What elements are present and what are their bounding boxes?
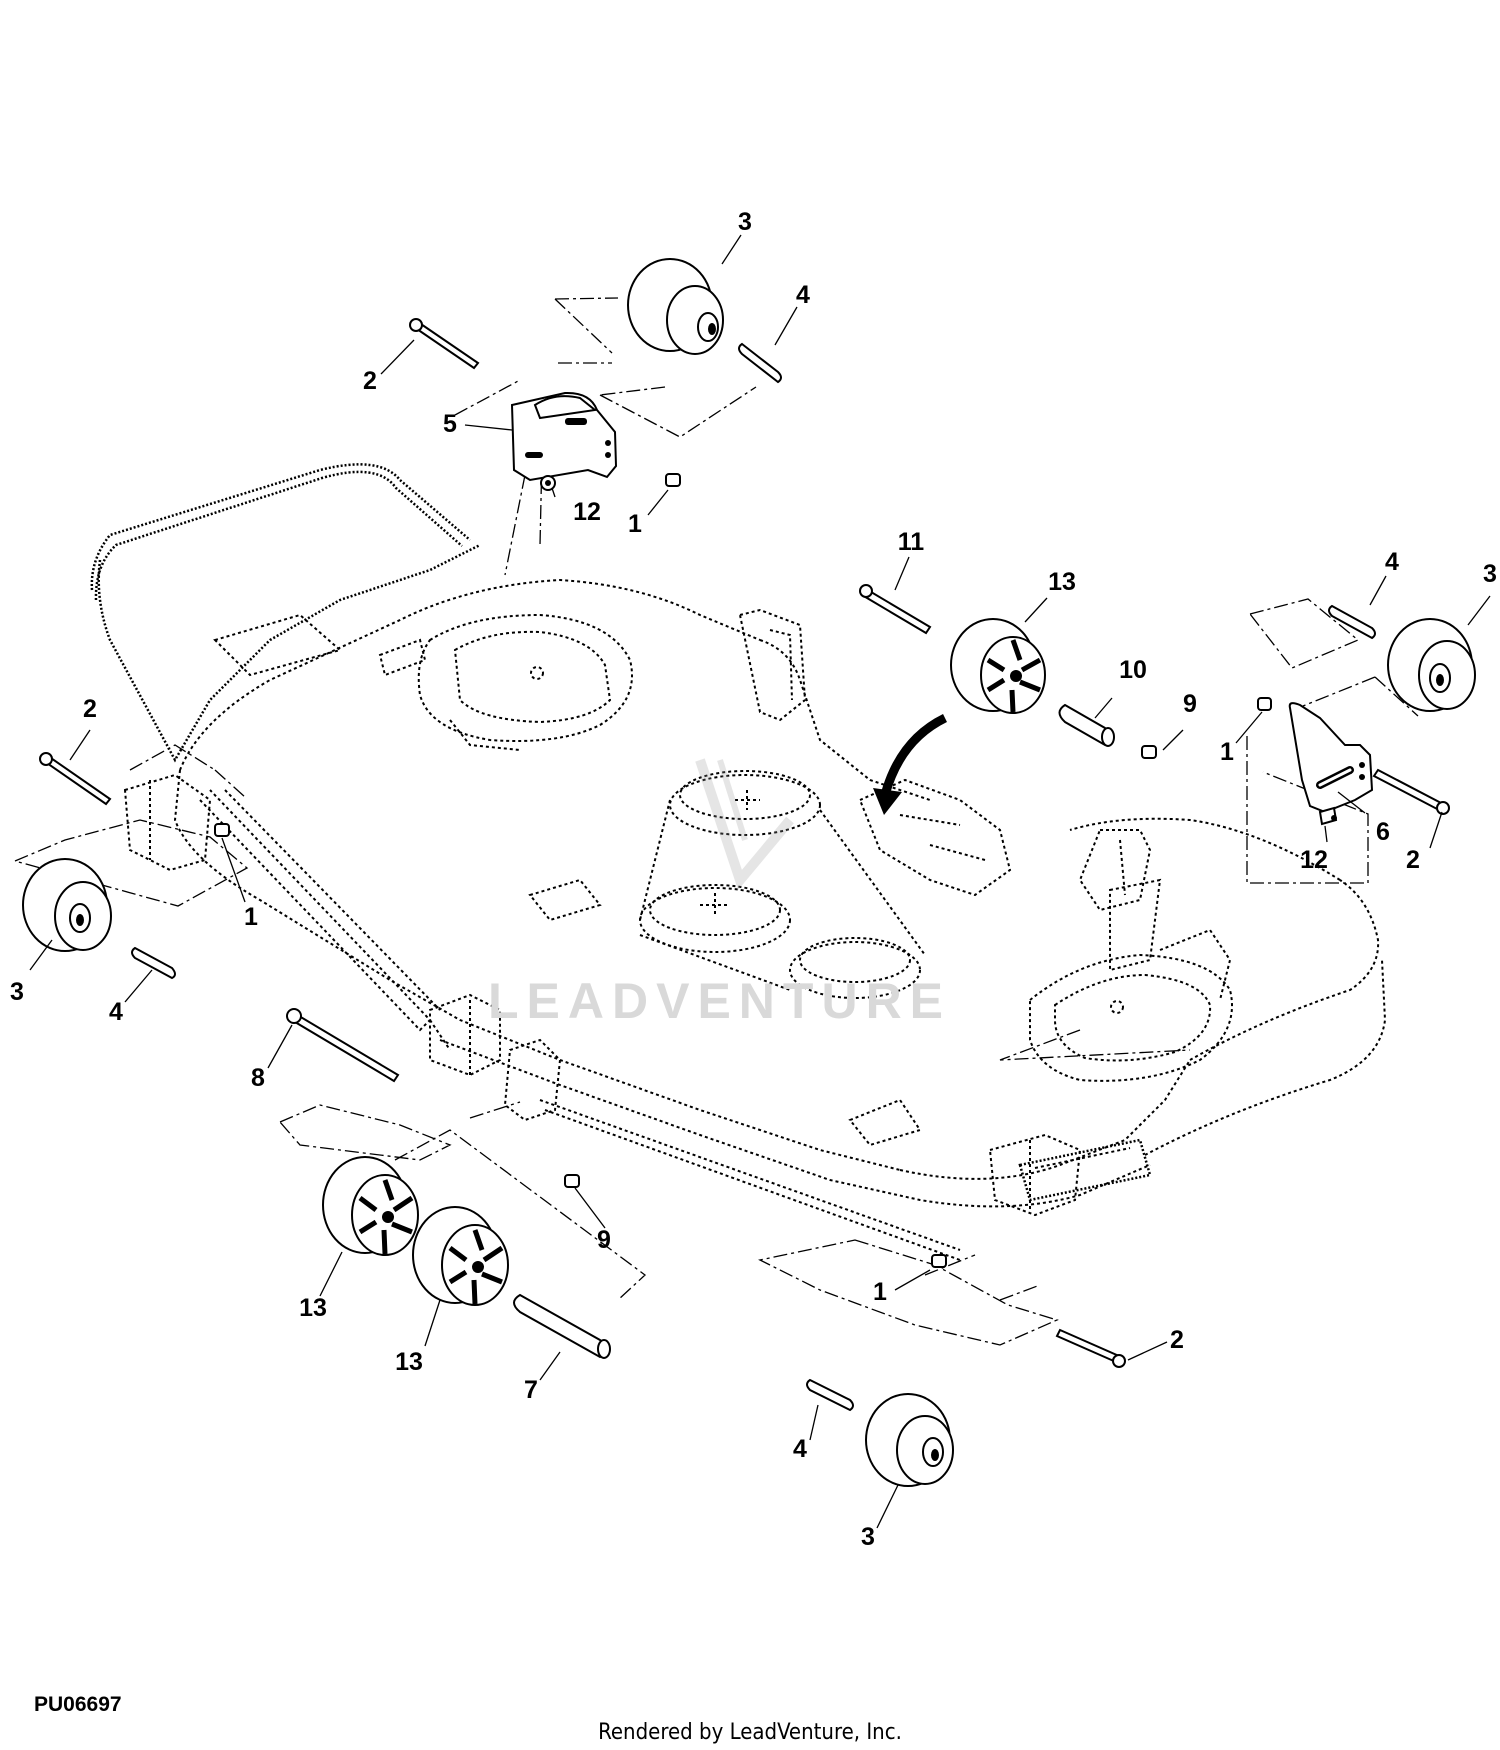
callout-2: 2 — [363, 367, 377, 395]
nut-right-1 — [1257, 697, 1272, 711]
callout-4: 4 — [109, 998, 123, 1026]
callout-2: 2 — [1170, 1326, 1184, 1354]
bolt-8 — [286, 1008, 400, 1083]
mower-deck-outline — [90, 463, 1387, 1261]
spacer-top — [738, 342, 782, 384]
mounting-bracket-6 — [1288, 702, 1374, 814]
callout-9: 9 — [1183, 690, 1197, 718]
bolt-right — [1372, 768, 1450, 815]
nut-top-right — [665, 473, 681, 487]
callout-4: 4 — [1385, 548, 1399, 576]
callout-1: 1 — [244, 903, 258, 931]
drawing-id: PU06697 — [34, 1693, 122, 1716]
bolt-front-right — [1055, 1328, 1126, 1368]
nut-front-right — [931, 1254, 947, 1268]
shaft-7 — [513, 1293, 611, 1359]
roller-13-top — [950, 618, 1046, 714]
callout-4: 4 — [793, 1435, 807, 1463]
callout-labels: 3 4 2 5 12 1 11 13 10 9 4 3 1 6 12 2 2 1… — [10, 208, 1497, 1551]
callout-3: 3 — [10, 978, 24, 1006]
callout-pointers — [29, 234, 1491, 1529]
render-credit: Rendered by LeadVenture, Inc. — [598, 1720, 902, 1745]
roller-13-front-b — [412, 1206, 509, 1306]
callout-1: 1 — [628, 510, 642, 538]
callout-3: 3 — [1483, 560, 1497, 588]
spacer-right — [1328, 604, 1376, 640]
callout-5: 5 — [443, 410, 457, 438]
callout-2: 2 — [83, 695, 97, 723]
spacer-left — [131, 946, 176, 980]
callout-13: 13 — [395, 1348, 423, 1376]
gauge-wheel-left — [22, 858, 112, 952]
direction-arrow — [873, 713, 948, 815]
leader-lines — [14, 297, 1419, 1346]
bolt-11 — [859, 584, 932, 635]
nut-9-top — [1141, 745, 1157, 759]
spacer-front-right — [806, 1378, 854, 1412]
nut-right-12 — [1318, 806, 1338, 826]
nut-9-front — [564, 1174, 580, 1188]
gauge-wheel-right — [1387, 618, 1476, 712]
callout-13: 13 — [299, 1294, 327, 1322]
callout-12: 12 — [1300, 846, 1328, 874]
callout-1: 1 — [873, 1278, 887, 1306]
mounting-bracket-5 — [510, 391, 618, 482]
callout-13: 13 — [1048, 568, 1076, 596]
callout-10: 10 — [1119, 656, 1147, 684]
gauge-wheel-top — [627, 258, 724, 355]
callout-3: 3 — [738, 208, 752, 236]
nut-top-12 — [540, 475, 556, 491]
callout-11: 11 — [898, 528, 925, 556]
callout-8: 8 — [251, 1064, 265, 1092]
callout-2: 2 — [1406, 846, 1420, 874]
roller-13-front-a — [322, 1156, 419, 1256]
callout-3: 3 — [861, 1523, 875, 1551]
callout-12: 12 — [573, 498, 601, 526]
watermark: LEADVENTURE — [488, 973, 951, 1029]
callout-9: 9 — [597, 1226, 611, 1254]
callout-1: 1 — [1220, 738, 1234, 766]
callout-4: 4 — [796, 281, 810, 309]
nut-left — [214, 823, 230, 837]
bolt-left — [39, 752, 112, 806]
gauge-wheel-front-right — [865, 1393, 954, 1487]
spacer-10 — [1058, 703, 1115, 747]
callout-7: 7 — [524, 1376, 538, 1404]
callout-6: 6 — [1376, 818, 1390, 846]
bolt-top — [409, 318, 480, 370]
watermark-logo — [695, 758, 794, 891]
